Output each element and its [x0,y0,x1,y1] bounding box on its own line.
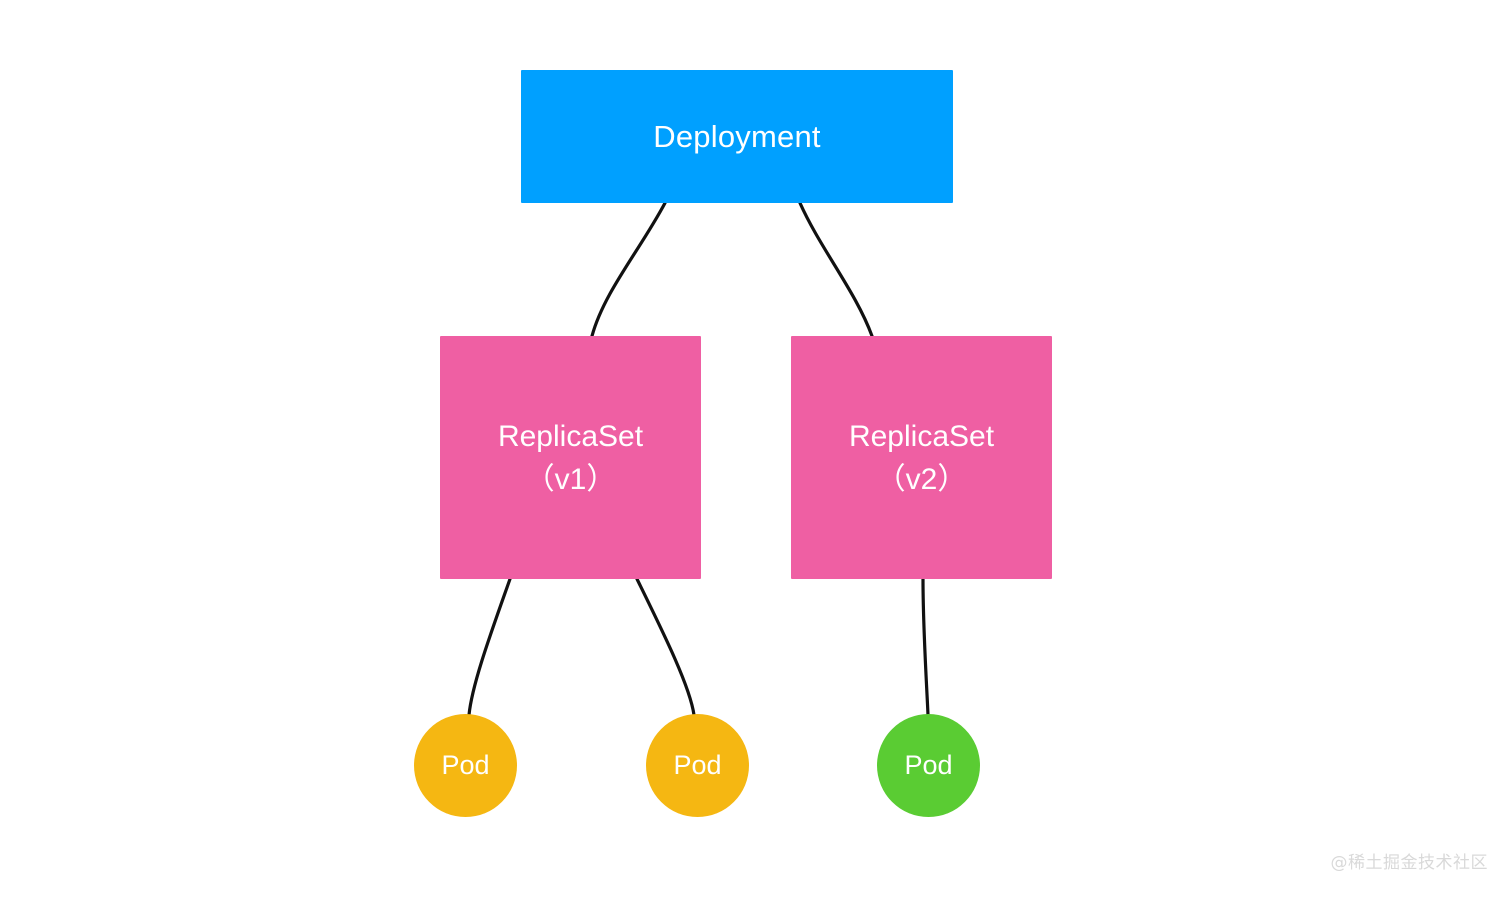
edge-replicaset-v1-to-pod-2 [635,577,696,717]
node-replicaset-v2-title: ReplicaSet [848,419,995,453]
node-pod-1-label: Pod [441,750,490,780]
node-replicaset-v1-label: ReplicaSet （v1） [498,415,643,501]
node-replicaset-v1-title: ReplicaSet [497,419,644,453]
node-pod-1[interactable]: Pod [414,714,517,817]
node-pod-2[interactable]: Pod [646,714,749,817]
node-deployment[interactable]: Deployment [521,70,953,203]
node-pod-3[interactable]: Pod [877,714,980,817]
node-pod-2-label: Pod [673,750,722,780]
node-replicaset-v2-version: （v2） [875,462,968,496]
node-replicaset-v1-version: （v1） [524,462,617,496]
edge-replicaset-v1-to-pod-1 [467,577,512,717]
edge-deployment-to-replicaset-v2 [798,201,874,338]
node-replicaset-v2-label: ReplicaSet （v2） [849,415,994,501]
edge-deployment-to-replicaset-v1 [590,201,667,338]
node-deployment-label: Deployment [653,118,821,154]
node-replicaset-v2[interactable]: ReplicaSet （v2） [791,336,1052,579]
node-replicaset-v1[interactable]: ReplicaSet （v1） [440,336,701,579]
edge-replicaset-v2-to-pod-3 [921,577,930,717]
node-pod-3-label: Pod [904,750,953,780]
watermark: @稀土掘金技术社区 [1330,853,1488,873]
